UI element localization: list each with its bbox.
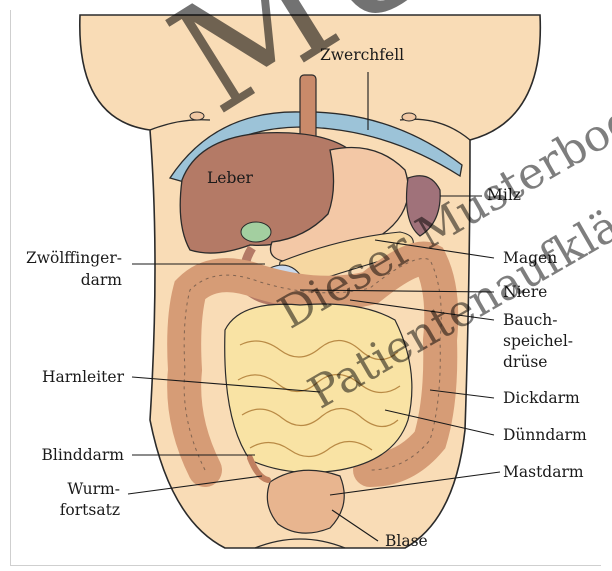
label-blinddarm: Blinddarm — [10, 445, 124, 466]
right-nipple — [402, 113, 416, 121]
small-intestine — [225, 304, 412, 472]
bladder — [267, 470, 344, 533]
label-bauchspeicheldruese-3: drüse — [503, 352, 547, 373]
label-bauchspeicheldruese-2: speichel- — [503, 331, 573, 352]
label-niere: Niere — [503, 282, 547, 303]
label-milz: Milz — [487, 185, 521, 206]
label-bauchspeicheldruese-1: Bauch- — [503, 310, 558, 331]
label-duenndarm: Dünndarm — [503, 425, 587, 446]
label-mastdarm: Mastdarm — [503, 462, 584, 483]
left-nipple — [190, 112, 204, 120]
label-wurmfortsatz-2: fortsatz — [10, 500, 120, 521]
label-zwoelffingerdarm-1: Zwölffinger- — [10, 248, 122, 269]
label-zwerchfell: Zwerchfell — [320, 45, 404, 66]
label-magen: Magen — [503, 248, 557, 269]
label-zwoelffingerdarm-2: darm — [10, 270, 122, 291]
label-leber: Leber — [207, 168, 253, 189]
label-wurmfortsatz-1: Wurm- — [10, 479, 120, 500]
label-dickdarm: Dickdarm — [503, 388, 580, 409]
label-harnleiter: Harnleiter — [10, 367, 124, 388]
label-blase: Blase — [385, 531, 428, 552]
